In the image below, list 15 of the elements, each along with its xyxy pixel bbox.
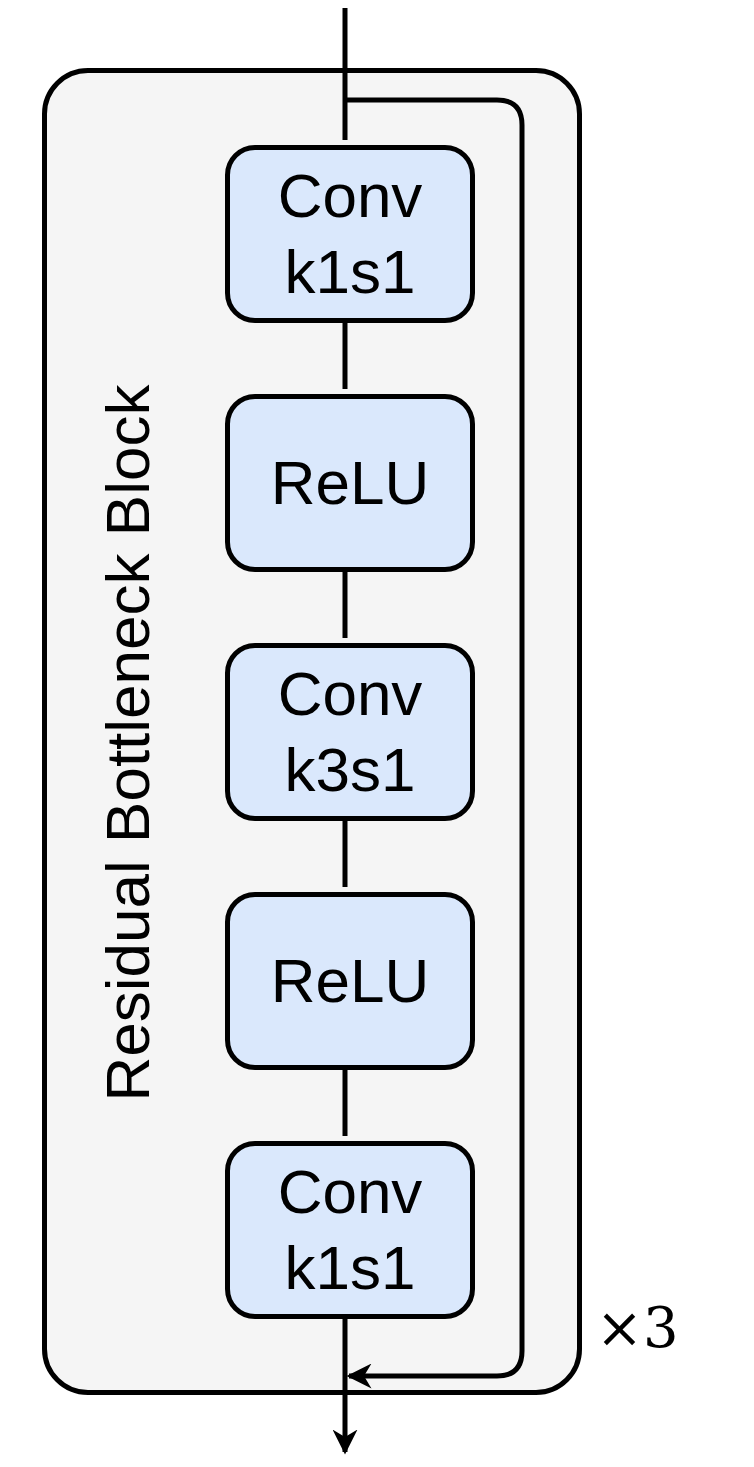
layer-label: Conv k1s1 [276, 1156, 424, 1304]
layer-label: ReLU [269, 945, 431, 1017]
layer-box [225, 394, 475, 572]
block-title: Residual Bottleneck Block [91, 384, 163, 1102]
connector-line [342, 8, 348, 140]
repeat-count: ×3 [596, 1295, 679, 1360]
layer-box [225, 145, 475, 323]
layer-label: ReLU [269, 447, 431, 519]
block-container [42, 68, 582, 1395]
layer-box [225, 892, 475, 1070]
layer-box [225, 643, 475, 821]
layer-label: Conv k1s1 [276, 160, 424, 308]
layer-box [225, 1141, 475, 1319]
layer-label: Conv k3s1 [276, 658, 424, 806]
skip-connection-arrow [345, 97, 525, 1389]
